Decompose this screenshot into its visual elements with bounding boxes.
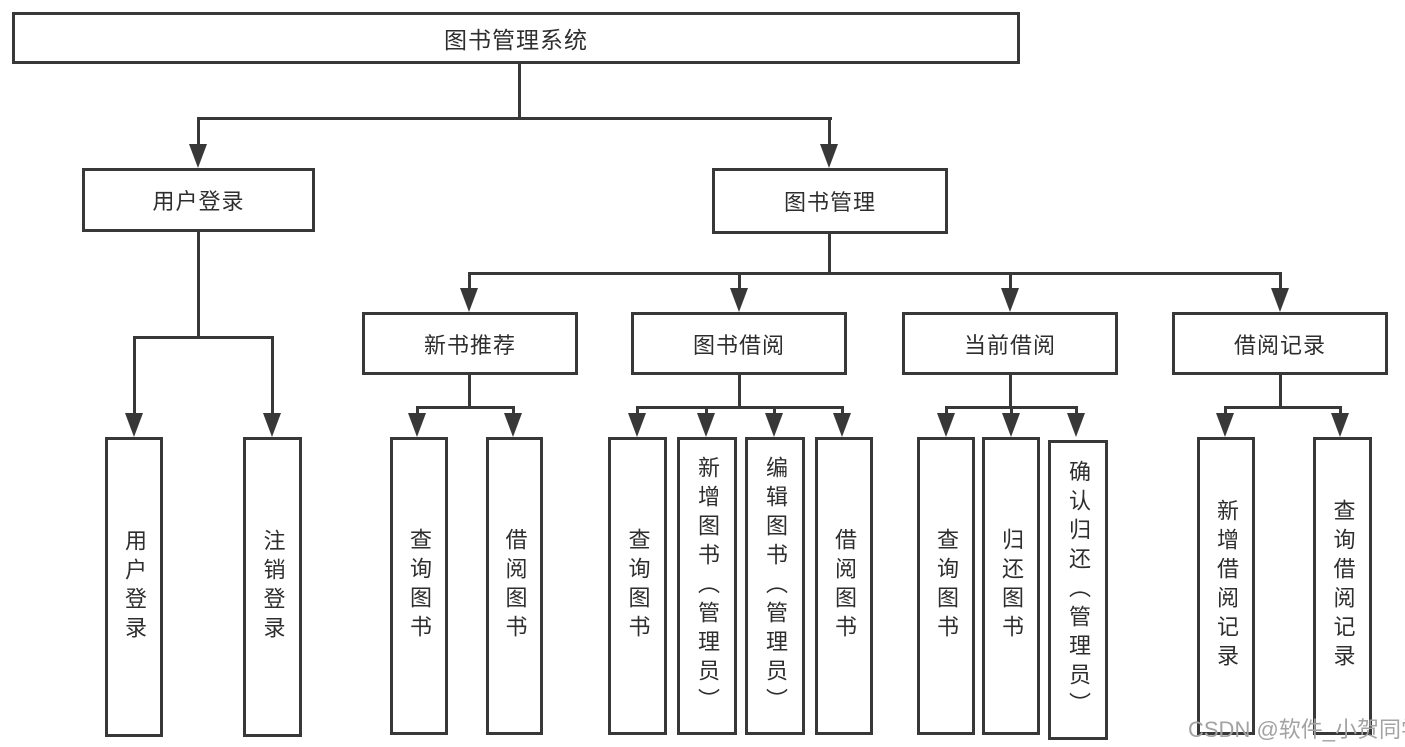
arrowhead-borrow-records [1271, 288, 1289, 312]
arrowhead-bb-edit [765, 413, 783, 437]
arrowhead-book-borrow [730, 288, 748, 312]
arrowhead-nb-search [408, 413, 426, 437]
connector-stem-bb-add [705, 406, 708, 415]
arrowhead-new-books [460, 288, 478, 312]
connector-user-login-stub [197, 232, 200, 339]
connector-stem-user-login [197, 117, 200, 145]
connector-stem-cb-return [1010, 406, 1013, 415]
connector-stem-borrow-records [1279, 272, 1282, 289]
arrowhead-leaf-user-login [125, 413, 143, 437]
arrowhead-current-borrow [1001, 288, 1019, 312]
connector-root-stub [518, 64, 521, 120]
csdn-watermark: CSDN @软件_小贺同学 [1188, 717, 1405, 742]
arrowhead-cb-confirm [1067, 413, 1085, 437]
connector-stem-br-search [1339, 406, 1342, 415]
arrowhead-bb-borrow [833, 413, 851, 437]
node-leaf-user-login: 用户登录 [105, 437, 163, 737]
connector-stem-bb-borrow [841, 406, 844, 415]
arrowhead-nb-borrow [504, 413, 522, 437]
connector-stem-new-books [468, 272, 471, 289]
connector-stem-bb-edit [773, 406, 776, 415]
connector-new-books-stub [468, 375, 471, 409]
arrowhead-cb-search [937, 413, 955, 437]
connector-stem-br-add [1224, 406, 1227, 415]
node-leaf-bb-add-books-admin: 新增图书（管理员） [677, 437, 737, 735]
node-leaf-bb-search-books: 查询图书 [608, 437, 667, 735]
connector-borrow-records-stub [1279, 375, 1282, 409]
node-book-mgmt: 图书管理 [712, 168, 948, 234]
connector-stem-cb-confirm [1075, 406, 1078, 415]
arrowhead-bb-search [628, 413, 646, 437]
node-leaf-cb-return-books: 归还图书 [982, 437, 1040, 735]
node-leaf-nb-borrow-books: 借阅图书 [486, 437, 543, 735]
node-leaf-br-add-record: 新增借阅记录 [1197, 437, 1255, 735]
arrowhead-cb-return [1002, 413, 1020, 437]
connector-borrow-records-split [1224, 406, 1342, 409]
connector-book-borrow-split [636, 406, 844, 409]
connector-stem-nb-borrow [512, 406, 515, 415]
arrowhead-br-search [1331, 413, 1349, 437]
node-leaf-logout: 注销登录 [243, 437, 302, 737]
node-book-borrow: 图书借阅 [631, 312, 847, 375]
connector-user-login-split [133, 336, 274, 339]
connector-book-borrow-stub [738, 375, 741, 409]
connector-stem-book-borrow [738, 272, 741, 289]
node-leaf-cb-search-books: 查询图书 [917, 437, 975, 735]
arrowhead-book-mgmt [820, 144, 838, 168]
connector-stem-leaf-user-login [133, 336, 136, 413]
connector-stem-current-borrow [1009, 272, 1012, 289]
arrowhead-user-login [189, 144, 207, 168]
connector-stem-nb-search [416, 406, 419, 415]
node-leaf-nb-search-books: 查询图书 [390, 437, 448, 735]
node-leaf-cb-confirm-return-admin: 确认归还（管理员） [1048, 440, 1108, 740]
node-current-borrow: 当前借阅 [902, 312, 1118, 375]
node-root-system: 图书管理系统 [12, 12, 1020, 64]
connector-current-borrow-stub [1009, 375, 1012, 409]
node-leaf-br-search-record: 查询借阅记录 [1313, 437, 1372, 735]
connector-stem-leaf-logout [271, 336, 274, 413]
connector-book-mgmt-split [468, 272, 1281, 275]
connector-root-split [197, 117, 832, 120]
connector-stem-cb-search [945, 406, 948, 415]
node-leaf-bb-edit-books-admin: 编辑图书（管理员） [745, 437, 805, 735]
connector-stem-book-mgmt [828, 117, 831, 145]
connector-stem-bb-search [636, 406, 639, 415]
arrowhead-bb-add [697, 413, 715, 437]
node-user-login: 用户登录 [82, 168, 315, 232]
node-borrow-records: 借阅记录 [1172, 312, 1388, 375]
node-leaf-bb-borrow-books: 借阅图书 [815, 437, 873, 735]
connector-book-mgmt-stub [828, 234, 831, 275]
connector-new-books-split [416, 406, 515, 409]
arrowhead-br-add [1216, 413, 1234, 437]
node-new-books: 新书推荐 [362, 312, 578, 375]
arrowhead-leaf-logout [263, 413, 281, 437]
